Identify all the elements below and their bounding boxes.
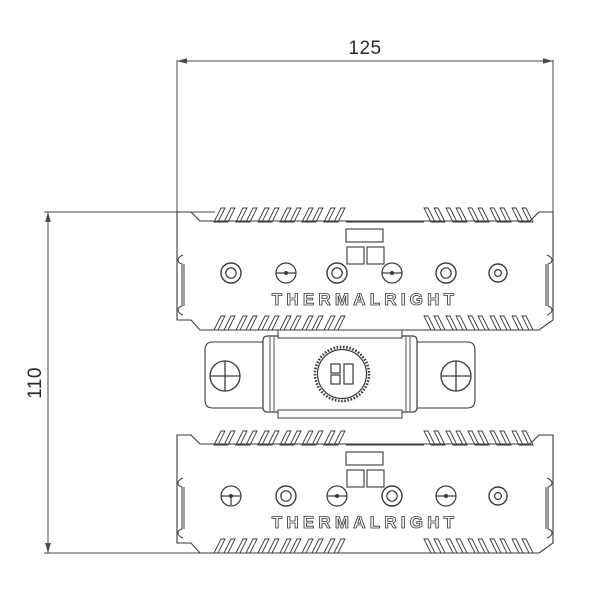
mounting-hole-slot — [326, 485, 348, 507]
dial-logo-marks — [330, 363, 354, 385]
logo-square-bottom — [330, 374, 341, 385]
logo-rect-tall — [343, 363, 354, 385]
dimension-height-110: 110 — [25, 211, 215, 554]
center-screw-left — [209, 360, 241, 392]
lower-bracket-outline — [176, 434, 554, 554]
mounting-hole-ring — [488, 486, 508, 506]
upper-bracket: THERMALRIGHT — [176, 207, 554, 331]
mounting-hole-slot — [435, 485, 457, 507]
mounting-hole-ring — [326, 262, 348, 284]
right-clip-feature — [546, 254, 553, 316]
dimension-width-125: 125 — [176, 38, 554, 218]
mounting-hole-ring — [220, 262, 242, 284]
center-module — [204, 329, 476, 419]
center-connector-bottom — [277, 409, 403, 419]
lower-bracket-brand-text: THERMALRIGHT — [272, 513, 458, 532]
port-rect-wide — [345, 451, 384, 466]
mounting-hole-ring — [435, 262, 457, 284]
mounting-hole-ring — [275, 485, 297, 507]
mounting-hole-slot — [381, 262, 403, 284]
port-rect-small-right — [366, 246, 385, 265]
mounting-hole-ring — [381, 485, 403, 507]
left-clip-feature — [177, 254, 184, 316]
arrow-right-icon — [543, 58, 553, 64]
port-rect-small-left — [346, 469, 365, 488]
arrow-left-icon — [177, 58, 187, 64]
port-rect-wide — [345, 228, 384, 243]
upper-bracket-brand-text: THERMALRIGHT — [272, 290, 458, 309]
mounting-hole-ring — [488, 263, 508, 283]
center-knurled-dial — [313, 345, 371, 403]
right-clip-feature — [546, 477, 553, 539]
center-screw-right — [440, 360, 472, 392]
center-connector-top — [277, 329, 403, 339]
port-rect-small-left — [346, 246, 365, 265]
arrow-down-icon — [45, 543, 51, 553]
upper-port-rects — [345, 228, 385, 265]
arrow-up-icon — [45, 212, 51, 222]
dimension-width-label: 125 — [348, 38, 381, 59]
logo-square-top — [330, 363, 341, 374]
dimension-height-label: 110 — [25, 367, 46, 399]
mounting-hole-slot — [220, 485, 242, 507]
lower-port-rects — [345, 451, 385, 488]
dial-inner-ring — [316, 348, 368, 400]
left-clip-feature — [177, 477, 184, 539]
lower-bracket: THERMALRIGHT — [176, 430, 554, 554]
upper-bracket-outline — [176, 211, 554, 331]
lower-mounting-holes — [220, 485, 508, 507]
port-rect-small-right — [366, 469, 385, 488]
mounting-hole-slot — [275, 262, 297, 284]
upper-mounting-holes — [220, 262, 508, 284]
